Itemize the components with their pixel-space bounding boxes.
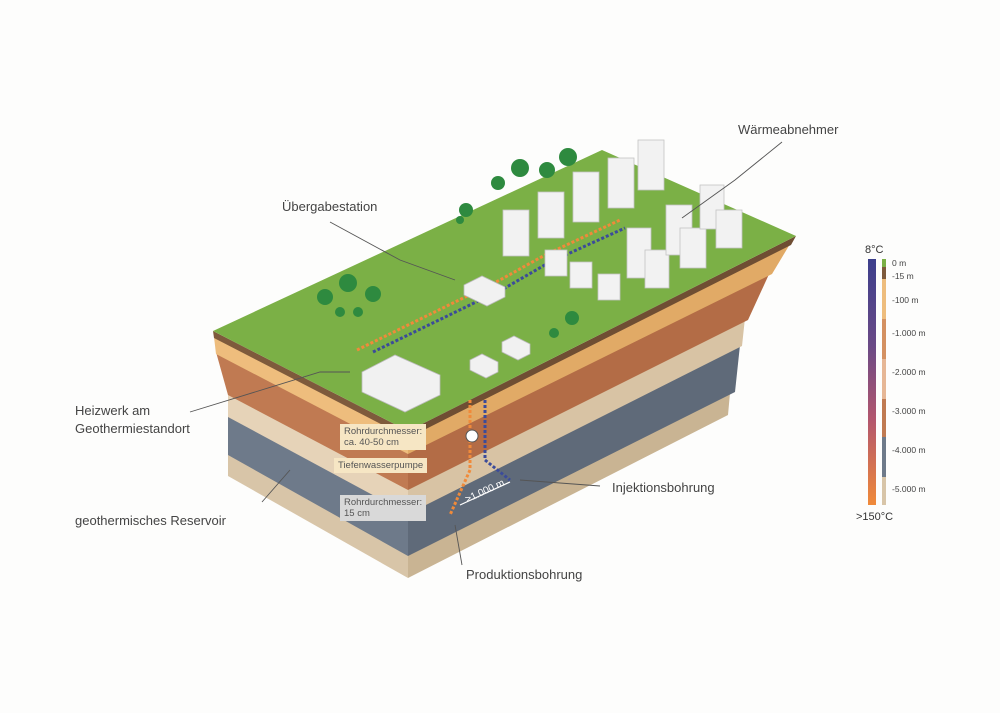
depth-label: 0 m	[892, 258, 907, 268]
layer-brown	[216, 352, 408, 490]
depth-label: -4.000 m	[892, 445, 926, 455]
depth-layer-swatch	[882, 437, 886, 477]
depth-layer-swatch	[882, 267, 886, 279]
depth-label: -2.000 m	[892, 367, 926, 377]
pipe-blue-surface	[372, 226, 626, 354]
depth-scale: 0 m -15 m -100 m -1.000 m -2.000 m -3.000 m -4…	[882, 258, 952, 505]
depth-layer-swatch	[882, 477, 886, 505]
depth-label: -1.000 m	[892, 328, 926, 338]
temperature-gradient-bar	[868, 259, 876, 505]
depth-layer-swatch	[882, 359, 886, 399]
label-waermeabnehmer: Wärmeabnehmer	[738, 122, 839, 137]
uebergabe-building	[463, 275, 506, 307]
label-produktionsbohrung: Produktionsbohrung	[466, 567, 583, 582]
leader-lines	[189, 141, 783, 566]
layer-base	[228, 453, 408, 578]
pipe-orange-vertical	[448, 400, 472, 516]
scale-bottom-temp: >150°C	[856, 511, 894, 523]
layer-soil-right	[408, 236, 796, 438]
depth-label: -15 m	[892, 271, 914, 281]
depth-label: -5.000 m	[892, 484, 926, 494]
small-building-1	[469, 353, 499, 379]
distance-arrow	[459, 481, 511, 506]
layer-tan-right	[408, 244, 790, 454]
heizwerk-building	[361, 354, 441, 413]
pipe-orange-surface	[356, 218, 621, 352]
label-heizwerk-line2: Geothermiestandort	[75, 421, 190, 436]
scale-top-temp: 8°C	[865, 244, 884, 256]
pipe-blue-vertical	[483, 400, 511, 482]
box-rohr-top-line2: ca. 40-50 cm	[344, 437, 399, 448]
layer-base-right	[408, 393, 730, 578]
depth-layer-swatch	[882, 319, 886, 359]
label-heizwerk-line1: Heizwerk am	[75, 403, 151, 418]
trees	[317, 148, 579, 338]
label-uebergabestation: Übergabestation	[282, 199, 378, 214]
layer-light-right	[408, 318, 745, 514]
box-rohr-bottom: Rohrdurchmesser: 15 cm	[340, 495, 427, 521]
pump-marker	[465, 429, 479, 443]
box-rohr-bottom-line2: 15 cm	[344, 508, 370, 519]
label-injektionsbohrung: Injektionsbohrung	[612, 480, 715, 495]
layer-brown-right	[408, 272, 770, 490]
depth-layer-swatch	[882, 399, 886, 437]
layer-soil	[213, 331, 408, 438]
depth-layer-swatch	[882, 279, 886, 319]
label-reservoir: geothermisches Reservoir	[75, 513, 227, 528]
depth-label: -3.000 m	[892, 406, 926, 416]
layer-light	[228, 393, 408, 514]
city-buildings	[502, 139, 743, 301]
depth-layer-swatch	[882, 259, 886, 267]
box-pumpe: Tiefenwasserpumpe	[334, 458, 428, 473]
small-building-2	[501, 335, 531, 361]
box-rohr-bottom-line1: Rohrdurchmesser:	[344, 497, 423, 508]
box-rohr-top: Rohrdurchmesser: ca. 40-50 cm	[340, 424, 427, 450]
depth-label: -100 m	[892, 295, 919, 305]
layer-reservoir-right	[408, 345, 740, 556]
box-rohr-top-line1: Rohrdurchmesser:	[344, 426, 423, 437]
